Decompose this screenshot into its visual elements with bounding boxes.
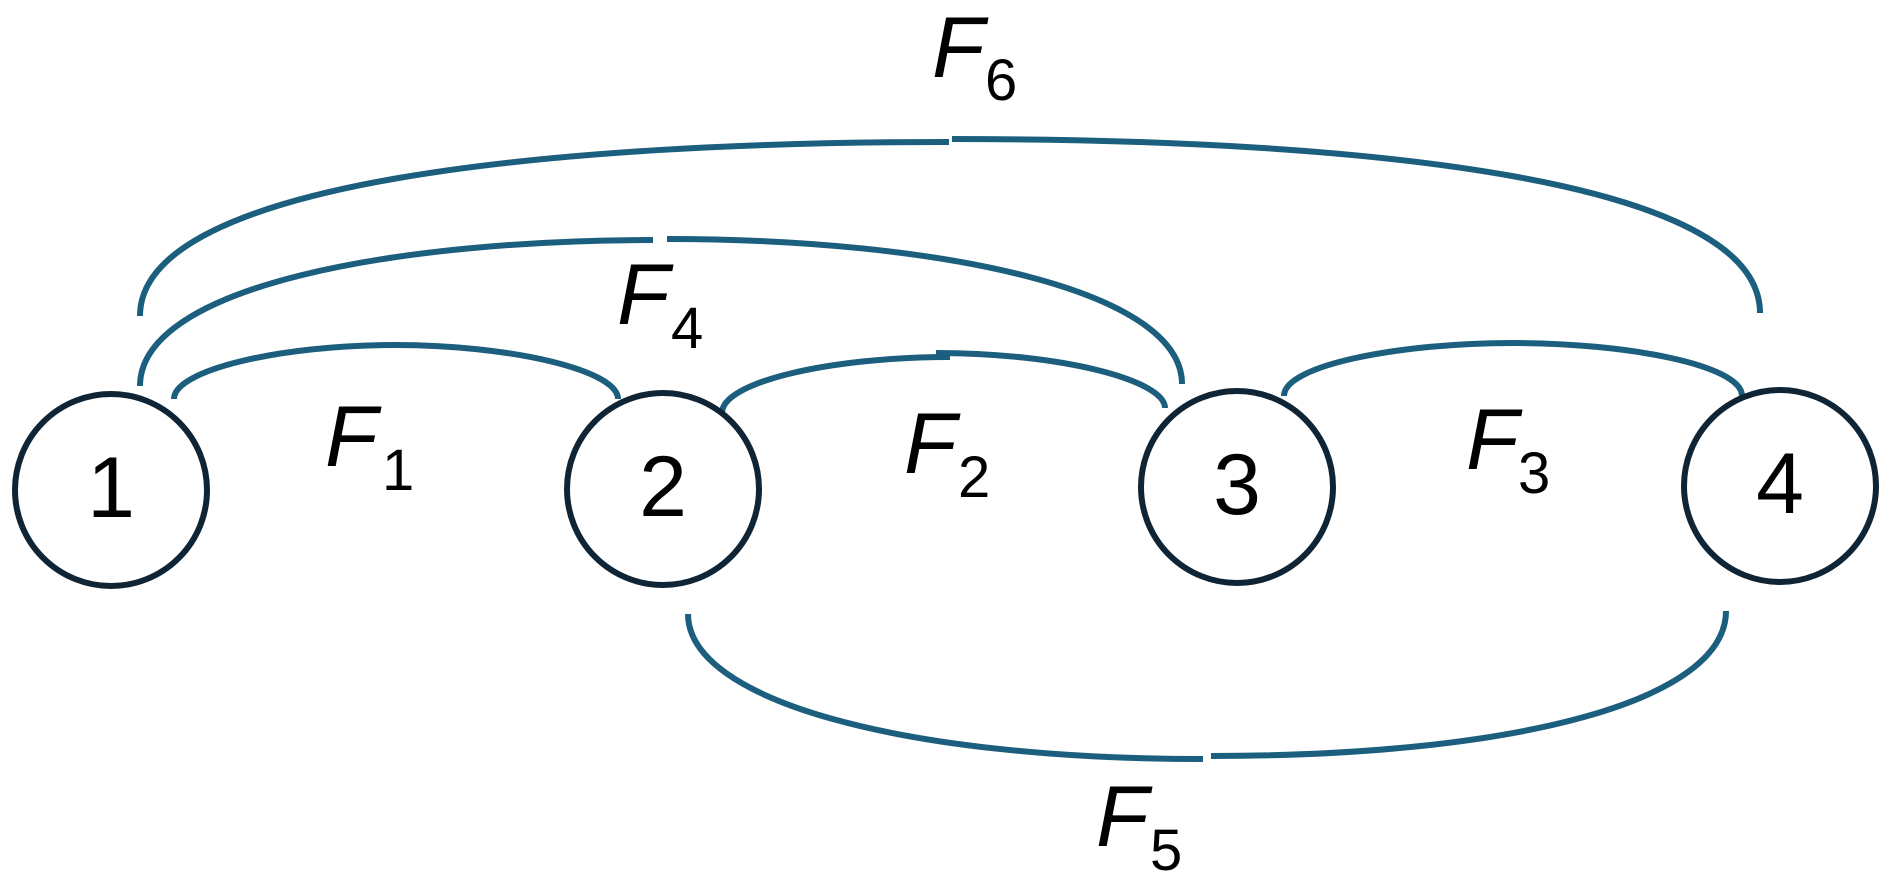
label-f1: F 1: [325, 389, 414, 503]
label-f3: F 3: [1466, 392, 1550, 506]
label-f1-letter: F: [325, 389, 382, 485]
arc-f5-right: [1210, 610, 1729, 759]
arc-f2-left: [719, 354, 951, 414]
arc-f3: [1281, 339, 1745, 397]
arc-f4-right: [666, 236, 1185, 385]
arc-f2: [719, 350, 1168, 414]
node-4: 4: [1681, 387, 1879, 585]
label-f4-letter: F: [617, 247, 674, 343]
node-1-label: 1: [87, 440, 135, 536]
arc-f4: [137, 236, 1185, 387]
label-f6-letter: F: [932, 0, 989, 96]
label-f4-sub: 4: [671, 296, 703, 361]
node-4-circle: [1681, 387, 1879, 585]
arc-f5: [685, 610, 1729, 762]
node-1-circle: [12, 391, 210, 589]
node-3-circle: [1138, 388, 1336, 586]
arc-f6-left: [137, 139, 950, 317]
label-f5-sub: 5: [1150, 818, 1182, 883]
label-f2-letter: F: [904, 396, 961, 492]
node-2: 2: [564, 390, 762, 588]
node-2-circle: [564, 390, 762, 588]
arc-f2-right: [935, 350, 1168, 409]
label-f1-sub: 1: [382, 438, 414, 503]
label-f2: F 2: [904, 396, 990, 510]
arc-f4-left: [137, 237, 654, 387]
label-f5-letter: F: [1096, 769, 1153, 865]
label-f6: F 6: [932, 0, 1017, 113]
label-f5: F 5: [1096, 769, 1182, 883]
node-3-label: 3: [1213, 437, 1261, 533]
label-f6-sub: 6: [985, 48, 1017, 113]
node-2-label: 2: [639, 439, 687, 535]
arc-f1: [171, 341, 621, 400]
node-3: 3: [1138, 388, 1336, 586]
label-f3-letter: F: [1466, 392, 1523, 488]
node-1: 1: [12, 391, 210, 589]
arc-f6: [137, 136, 1763, 317]
label-f4: F 4: [617, 247, 703, 361]
arc-f5-left: [685, 613, 1204, 762]
label-f3-sub: 3: [1518, 441, 1550, 506]
node-4-label: 4: [1756, 436, 1804, 532]
arc-f6-right: [951, 136, 1763, 314]
label-f2-sub: 2: [958, 445, 990, 510]
